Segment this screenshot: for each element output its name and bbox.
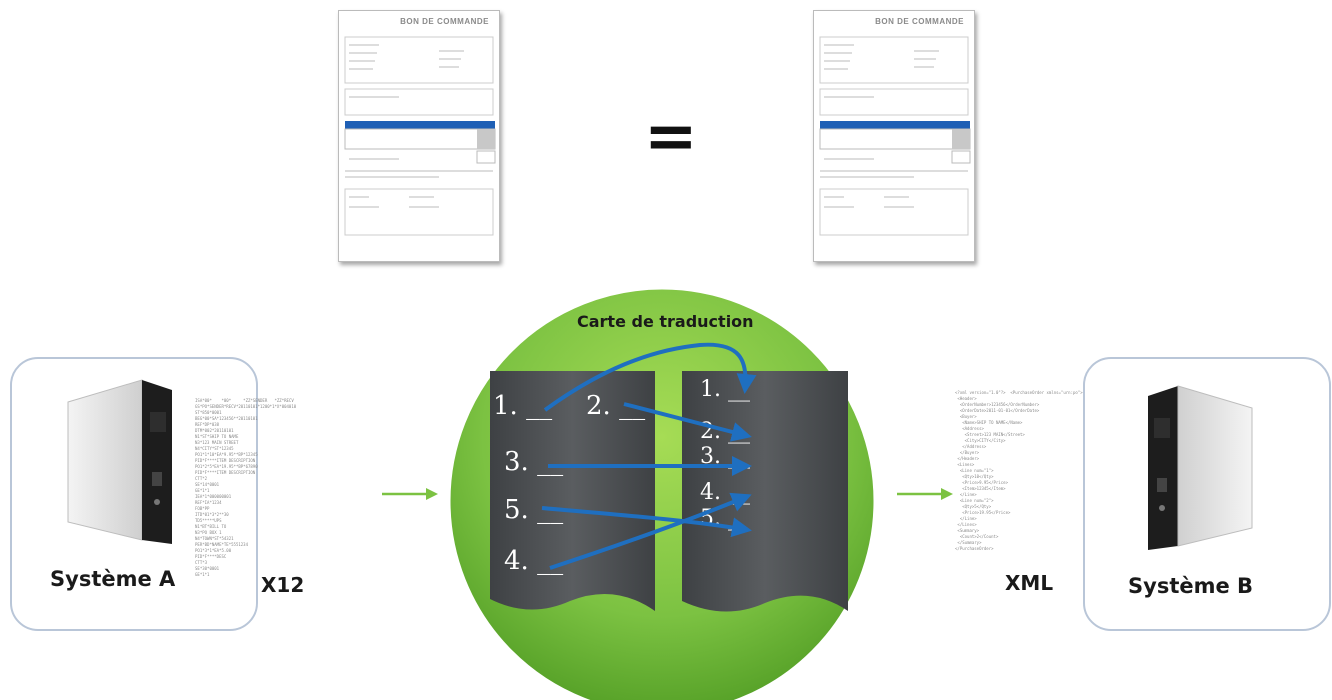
mapping-arrow-4 bbox=[549, 492, 752, 570]
document-title: BON DE COMMANDE bbox=[875, 17, 964, 26]
server-tower-icon bbox=[1148, 385, 1253, 550]
source-field-3: 3. __ bbox=[504, 447, 564, 477]
document-body bbox=[344, 36, 496, 236]
source-field-1: 1. __ bbox=[493, 391, 553, 421]
system-a-label: Système A bbox=[50, 567, 176, 591]
translation-map-title: Carte de traduction bbox=[577, 312, 754, 331]
purchase-order-document-right: BON DE COMMANDE bbox=[813, 10, 975, 262]
server-tower-icon bbox=[67, 379, 172, 544]
mapping-arrow-5 bbox=[541, 506, 752, 538]
equals-sign: = bbox=[644, 100, 698, 174]
document-title: BON DE COMMANDE bbox=[400, 17, 489, 26]
translation-map-circle bbox=[447, 286, 877, 700]
source-field-4: 4. __ bbox=[504, 546, 564, 576]
x12-code-snippet: ISA*00* *00* *ZZ*SENDER *ZZ*RECV GS*PO*S… bbox=[195, 398, 297, 577]
mapping-arrow-2 bbox=[623, 402, 752, 442]
mapping-arrow-1 bbox=[543, 342, 757, 412]
arrow-right-icon bbox=[382, 488, 438, 500]
x12-format-label: X12 bbox=[261, 573, 305, 597]
xml-code-snippet: <?xml version="1.0"?> <PurchaseOrder xml… bbox=[955, 390, 1083, 551]
xml-format-label: XML bbox=[1005, 571, 1054, 595]
document-body bbox=[819, 36, 971, 236]
purchase-order-document-left: BON DE COMMANDE bbox=[338, 10, 500, 262]
arrow-right-icon bbox=[897, 488, 953, 500]
system-b-label: Système B bbox=[1128, 574, 1254, 598]
